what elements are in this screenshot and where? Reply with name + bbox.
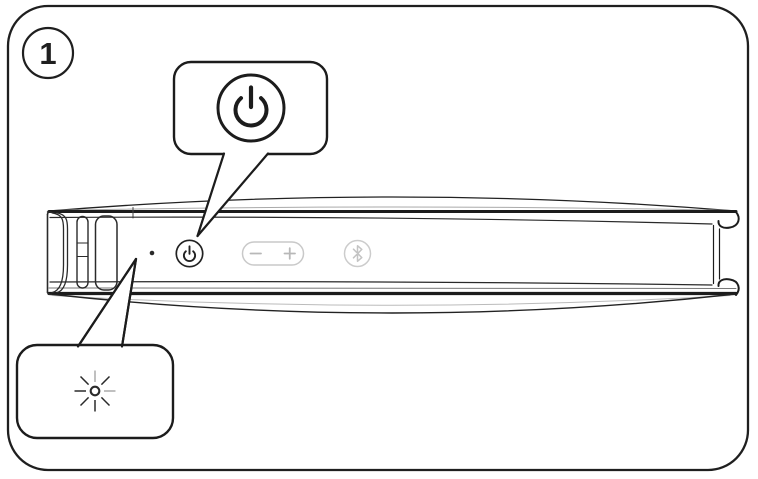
face-bottom-line (49, 281, 713, 286)
led-blink-icon (74, 370, 116, 412)
strap-loop-wide (94, 215, 118, 291)
step-number: 1 (39, 36, 56, 71)
power-callout (172, 60, 329, 238)
device-right-endcap (712, 211, 740, 296)
device-top-edge (47, 196, 738, 219)
strap-loop-narrow (76, 215, 89, 289)
device-bluetooth-button (343, 239, 372, 268)
bluetooth-icon (352, 244, 363, 263)
speaker-device (46, 196, 740, 314)
device-bottom-edge (47, 287, 738, 314)
step-number-circle (21, 26, 75, 80)
device-volume-control (241, 241, 305, 266)
device-power-button (175, 239, 204, 268)
face-top-line (49, 216, 713, 225)
power-icon (216, 73, 286, 143)
led-callout (15, 257, 175, 440)
callout-pointer-join (80, 347, 120, 385)
device-strap (46, 211, 118, 296)
status-led-dot (149, 250, 155, 256)
power-icon (183, 245, 196, 263)
volume-plus-icon (283, 247, 296, 260)
step-number-badge: 1 (21, 26, 75, 80)
